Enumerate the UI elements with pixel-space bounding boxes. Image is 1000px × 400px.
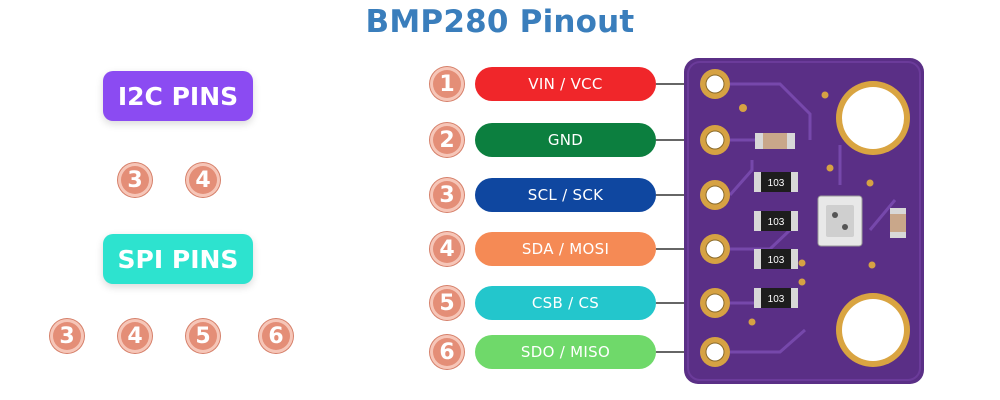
bmp280-board: 103 103 103 103 [656, 58, 924, 384]
resistor-label: 103 [768, 217, 785, 228]
resistor-label: 103 [768, 294, 785, 305]
spi-pins-badge: SPI PINS [103, 234, 253, 284]
spi-pin-number: 6 [259, 319, 293, 353]
i2c-pins-badge: I2C PINS [103, 71, 253, 121]
pin-label-gnd: GND [475, 123, 656, 157]
pin-number-5: 5 [430, 286, 464, 320]
resistor: 103 [754, 172, 798, 192]
spi-pin-number: 3 [50, 319, 84, 353]
pin-number-6: 6 [430, 335, 464, 369]
i2c-pin-number: 4 [186, 163, 220, 197]
pin-number-4: 4 [430, 232, 464, 266]
pin-label-sdo: SDO / MISO [475, 335, 656, 369]
capacitor [755, 133, 795, 149]
pin-label-vin: VIN / VCC [475, 67, 656, 101]
i2c-pin-number: 3 [118, 163, 152, 197]
resistor: 103 [754, 211, 798, 231]
pin-label-csb: CSB / CS [475, 286, 656, 320]
page-title: BMP280 Pinout [365, 4, 635, 40]
pin-number-1: 1 [430, 67, 464, 101]
sensor-chip [817, 195, 863, 247]
pin-label-sda: SDA / MOSI [475, 232, 656, 266]
resistor: 103 [754, 249, 798, 269]
pin-number-3: 3 [430, 178, 464, 212]
resistor: 103 [754, 288, 798, 308]
spi-pin-number: 5 [186, 319, 220, 353]
header-pads [700, 69, 730, 367]
spi-pin-number: 4 [118, 319, 152, 353]
resistor-label: 103 [768, 255, 785, 266]
pin-number-2: 2 [430, 123, 464, 157]
capacitor [890, 208, 906, 238]
resistor-label: 103 [768, 178, 785, 189]
pin-label-scl: SCL / SCK [475, 178, 656, 212]
